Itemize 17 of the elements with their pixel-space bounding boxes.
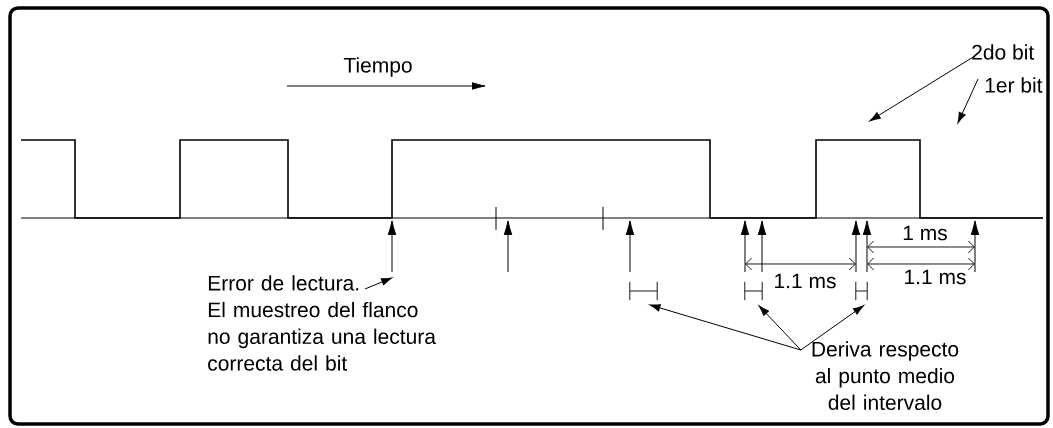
dimension-label: 1.1 ms: [775, 273, 836, 289]
axis-label: Tiempo: [343, 57, 412, 77]
pointer-arrow: [649, 304, 802, 351]
pointer-arrow: [957, 78, 979, 124]
annotation-text: Error de lectura. El muestreo del flanco no garantiza una lectura correcta del bit: [208, 275, 436, 371]
annotation-text: Deriva respecto al punto medio del intervalo: [812, 341, 959, 410]
dimension-label: 1.1 ms: [905, 269, 966, 285]
drift-bracket: [855, 281, 868, 301]
pointer-arrow: [758, 305, 802, 351]
dimension-label: 1 ms: [903, 225, 947, 241]
pointer-arrow: [869, 55, 976, 122]
drift-bracket: [744, 281, 763, 301]
pointer-arrow: [800, 305, 864, 351]
pointer-arrow: [364, 277, 393, 290]
drift-bracket: [629, 281, 658, 301]
bit-label: 2do bit: [972, 44, 1035, 60]
bit-label: 1er bit: [985, 77, 1043, 93]
